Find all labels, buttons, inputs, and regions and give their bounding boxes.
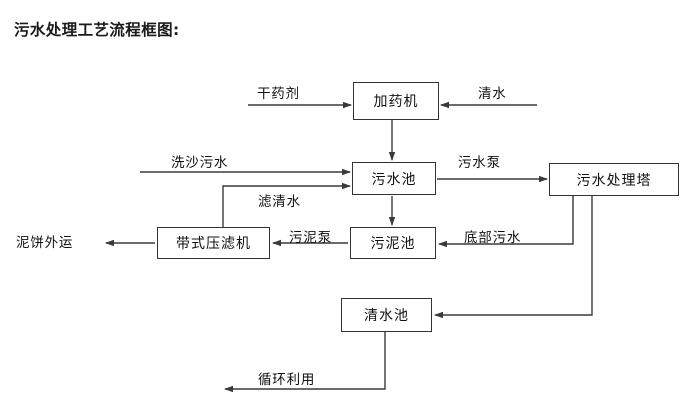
edge-label-mud-cake-out: 泥饼外运 (16, 235, 74, 251)
node-clear-water-pool[interactable]: 清水池 (341, 298, 432, 332)
node-label-clear-water-pool: 清水池 (364, 308, 409, 324)
node-label-sludge-pool: 污泥池 (370, 236, 416, 252)
node-wastewater-pool[interactable]: 污水池 (352, 162, 436, 195)
edge-label-sewage-pump: 污水泵 (458, 155, 501, 171)
node-dosing-machine[interactable]: 加药机 (353, 82, 439, 120)
edge-label-filtered-water: 滤清水 (258, 194, 301, 210)
node-belt-filter-press[interactable]: 带式压滤机 (157, 227, 270, 259)
flow-clear-water-to-reuse (224, 332, 386, 393)
flow-filtered-water-to-pool (222, 182, 351, 227)
node-label-belt-filter-press: 带式压滤机 (176, 236, 251, 252)
node-label-treatment-tower: 污水处理塔 (576, 172, 652, 189)
node-label-wastewater-pool: 污水池 (371, 171, 417, 188)
edge-label-bottom-sewage: 底部污水 (464, 230, 522, 246)
flow-tower-to-clear-water-pool (434, 196, 593, 319)
flow-tower-to-sludge-pool (438, 196, 574, 248)
edge-label-recycle-reuse: 循环利用 (258, 372, 316, 388)
edge-label-sludge-pump: 污泥泵 (289, 230, 332, 246)
edge-label-clean-water: 清水 (478, 86, 507, 102)
node-treatment-tower[interactable]: 污水处理塔 (549, 163, 679, 196)
edge-label-sand-wash-sewage: 洗沙污水 (171, 155, 229, 171)
page-title: 污水处理工艺流程框图: (14, 21, 180, 39)
edge-label-dry-chemical: 干药剂 (257, 86, 300, 102)
node-sludge-pool[interactable]: 污泥池 (350, 227, 436, 259)
node-label-dosing-machine: 加药机 (373, 94, 419, 110)
